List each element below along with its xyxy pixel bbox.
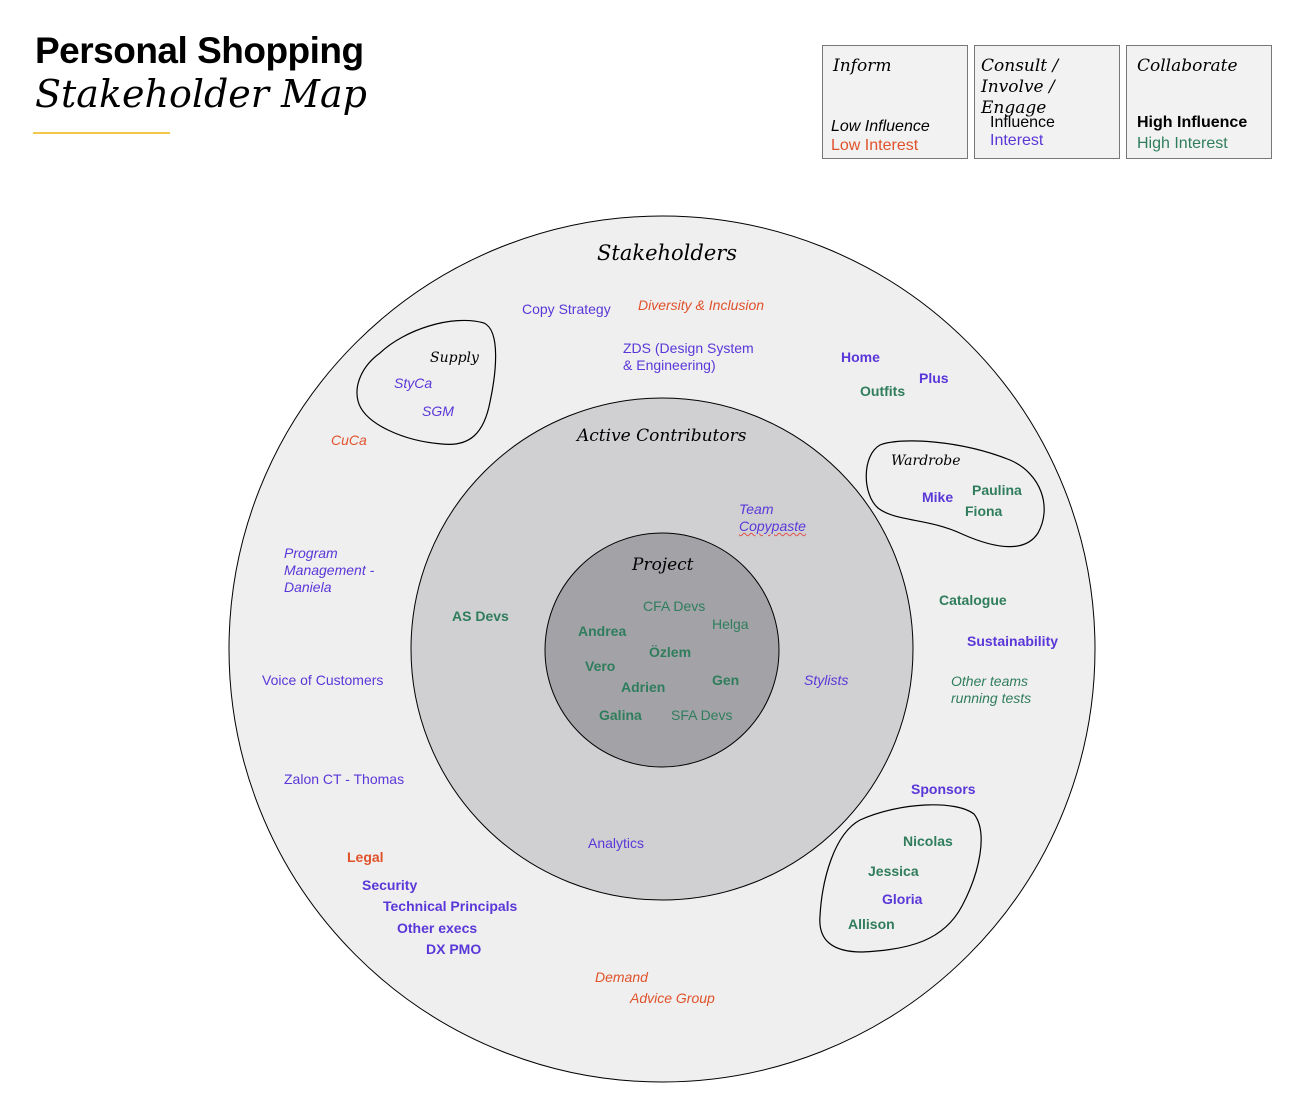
stakeholder-sgm: SGM [422,403,454,419]
legend-consult: Consult / Involve / Engage Influence Int… [974,45,1120,159]
contributor-stylists: Stylists [804,672,849,688]
stakeholder-program-management: Program [284,545,338,561]
stakeholder-allison: Allison [848,916,895,932]
legend-collaborate: Collaborate High Influence High Interest [1126,45,1272,159]
stakeholder-legal: Legal [347,849,384,865]
supply-group-title: Supply [430,350,479,366]
stakeholders-ring-title: Stakeholders [597,241,738,265]
stakeholder-home: Home [841,349,880,365]
stakeholder-copy-strategy: Copy Strategy [522,301,611,317]
stakeholder-catalogue: Catalogue [939,592,1007,608]
stakeholder-other-execs: Other execs [397,920,478,936]
sponsors-group-outline [819,804,982,953]
stakeholder-other-teams-line2: running tests [951,690,1032,706]
stakeholder-gloria: Gloria [882,891,923,907]
stakeholder-jessica: Jessica [868,863,919,879]
stakeholder-fiona: Fiona [965,503,1003,519]
project-ozlem: Özlem [649,644,692,660]
page-subtitle: Stakeholder Map [35,72,367,116]
wardrobe-group-outline [865,440,1045,548]
stakeholder-program-management-line2: Management - [284,562,375,578]
stakeholder-mike: Mike [922,489,954,505]
legend-interest: High Interest [1137,135,1228,152]
project-sfa-devs: SFA Devs [671,707,733,723]
stakeholder-diversity-inclusion: Diversity & Inclusion [638,297,765,313]
stakeholder-security: Security [362,877,418,893]
stakeholder-zalon-ct: Zalon CT - Thomas [284,771,405,787]
stakeholder-technical-principals: Technical Principals [383,898,518,914]
stakeholder-demand: Demand [595,969,648,985]
legend-interest: Low Interest [831,137,919,154]
stakeholder-nicolas: Nicolas [903,833,953,849]
contributor-team-copypaste: Team [739,501,774,517]
contributor-as-devs: AS Devs [452,608,509,624]
project-vero: Vero [585,658,616,674]
stakeholder-cuca: CuCa [331,432,367,448]
stakeholder-paulina: Paulina [972,482,1022,498]
stakeholder-other-teams: Other teams [951,673,1029,689]
legend-heading: Inform [833,56,892,76]
stakeholder-advice-group: Advice Group [630,990,715,1006]
project-adrien: Adrien [621,679,666,695]
title-underline [33,132,170,134]
contributor-team-copypaste-line2: Copypaste [739,518,806,534]
wardrobe-group-title: Wardrobe [891,453,961,469]
stakeholder-sponsors: Sponsors [911,781,976,797]
legend-interest: Interest [990,132,1044,149]
legend-inform: Inform Low Influence Low Interest [822,45,968,159]
stakeholder-outfits: Outfits [860,383,906,399]
legend-influence: Low Influence [831,118,930,135]
legend-influence: High Influence [1137,114,1248,131]
stakeholder-styca: StyCa [394,375,433,391]
project-cfa-devs: CFA Devs [643,598,706,614]
legend-influence: Influence [990,114,1055,131]
project-helga: Helga [712,616,749,632]
project-gen: Gen [712,672,740,688]
stakeholder-program-management-line3: Daniela [284,579,332,595]
legend-heading: Collaborate [1137,56,1238,76]
project-ring-title: Project [632,555,694,575]
project-galina: Galina [599,707,642,723]
stakeholder-sustainability: Sustainability [967,633,1059,649]
page-title: Personal Shopping [35,30,364,71]
project-ring [544,532,780,768]
active-contributors-ring-title: Active Contributors [577,426,747,446]
stakeholder-dx-pmo: DX PMO [426,941,482,957]
stakeholder-zds-line2: & Engineering) [623,357,716,373]
legend-heading: Consult / Involve / Engage [981,56,1059,118]
stakeholder-plus: Plus [919,370,949,386]
supply-group-outline [356,319,497,445]
stakeholder-zds: ZDS (Design System [623,340,754,356]
project-andrea: Andrea [578,623,627,639]
contributor-analytics: Analytics [588,835,645,851]
stakeholder-voice-of-customers: Voice of Customers [262,672,384,688]
